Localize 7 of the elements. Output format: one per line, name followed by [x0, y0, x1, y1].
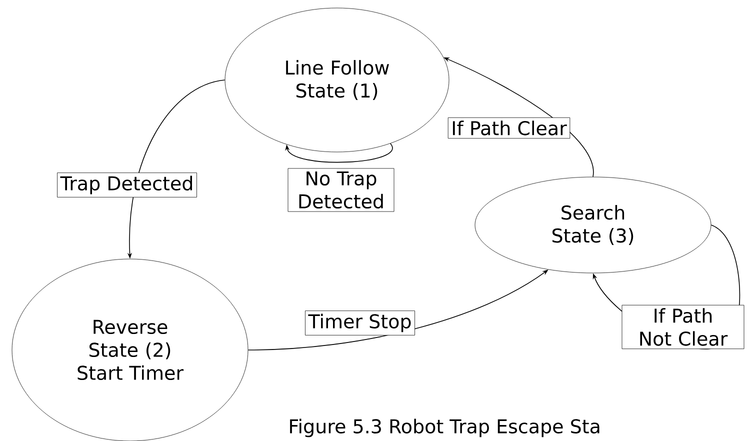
- caption: Figure 5.3 Robot Trap Escape Sta: [290, 418, 600, 438]
- edge-label: If Path Not Clear: [622, 304, 744, 350]
- arrow: [285, 143, 393, 163]
- edge-label: Trap Detected: [57, 172, 197, 198]
- edge-label: If Path Clear: [448, 117, 570, 139]
- edge-label: Timer Stop: [305, 310, 415, 336]
- edge-label: No Trap Detected: [288, 168, 394, 212]
